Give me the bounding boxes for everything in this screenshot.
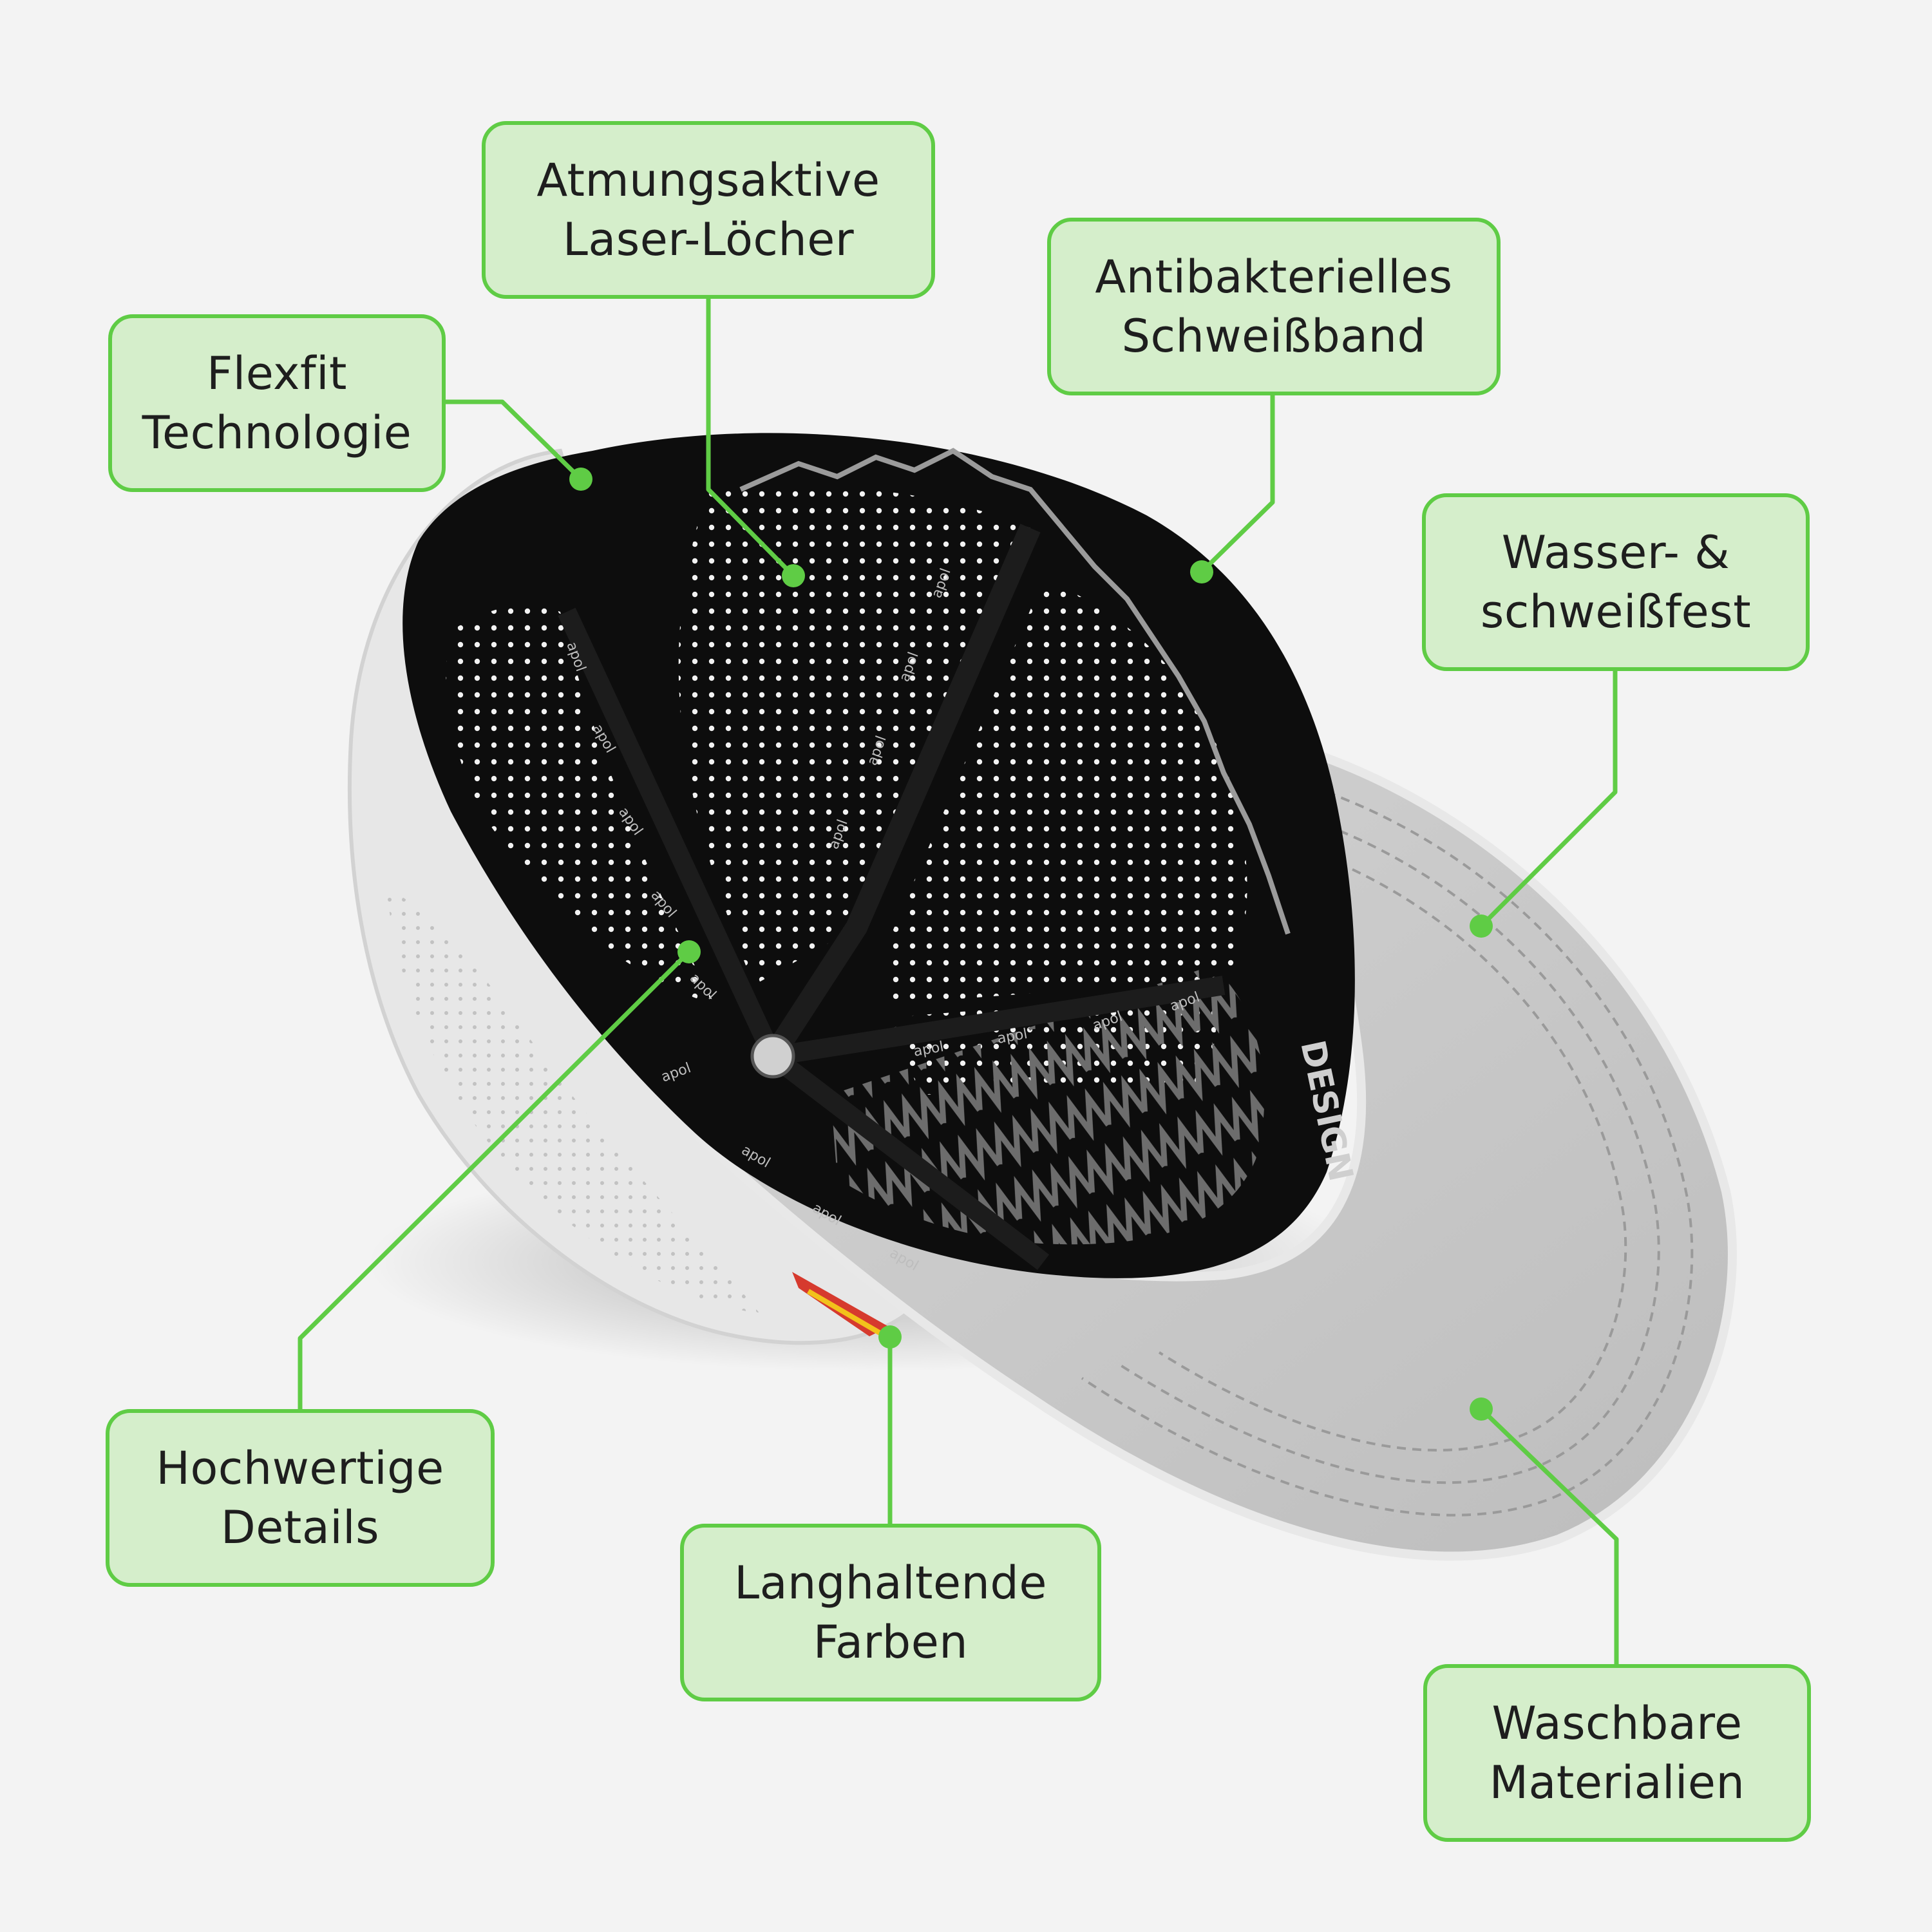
callout-water-sweat-resistant: Wasser- & schweißfest	[1422, 493, 1810, 671]
brim-stitching	[1081, 791, 1694, 1517]
leader-line-laser	[706, 299, 795, 578]
callout-line: Details	[220, 1501, 380, 1554]
callout-long-lasting-colors: Langhaltende Farben	[680, 1524, 1101, 1701]
callout-line: Materialien	[1489, 1756, 1745, 1809]
callout-washable-materials: Waschbare Materialien	[1423, 1664, 1811, 1842]
callout-flexfit-technology: Flexfit Technologie	[108, 314, 446, 492]
mountain-print	[739, 448, 1291, 935]
leader-line-washable	[1479, 1407, 1619, 1664]
perforated-panel	[446, 605, 715, 1005]
callout-antibacterial-sweatband: Antibakterielles Schweißband	[1047, 218, 1501, 395]
leader-dot	[878, 1325, 902, 1349]
perforated-panel	[678, 485, 1030, 985]
leader-line-waterproof	[1479, 671, 1618, 928]
leader-line-sweatband	[1200, 395, 1275, 574]
callout-line: Technologie	[142, 406, 412, 459]
panel-seam	[558, 607, 782, 1061]
panel-seam	[771, 976, 1226, 1066]
callout-breathable-laser-holes: Atmungsaktive Laser-Löcher	[482, 121, 935, 299]
flag-label	[806, 1289, 884, 1337]
callout-line: Atmungsaktive	[536, 154, 880, 207]
panel-seam	[763, 524, 1041, 1063]
callout-line: Hochwertige	[156, 1442, 444, 1495]
callout-line: Langhaltende	[734, 1557, 1047, 1609]
leader-dot	[677, 940, 701, 963]
perforated-panel	[882, 580, 1247, 1005]
leader-dot	[1470, 1397, 1493, 1421]
callout-line: Waschbare	[1492, 1697, 1743, 1750]
panel-seam	[766, 1048, 1050, 1270]
cap-button	[750, 1034, 795, 1079]
callout-premium-details: Hochwertige Details	[106, 1409, 495, 1587]
leader-dot	[782, 564, 805, 587]
callout-line: Farben	[813, 1616, 969, 1669]
callout-line: Laser-Löcher	[562, 213, 855, 266]
callout-line: Antibakterielles	[1095, 251, 1453, 303]
callout-line: Schweißband	[1121, 310, 1426, 363]
leader-lines	[298, 299, 1619, 1664]
lining-print-group: apolapolapolapolapolapolapolapolapolapol…	[563, 566, 1202, 1274]
brim-stitching	[1119, 829, 1660, 1484]
leader-line-details	[298, 950, 691, 1409]
flag-label	[792, 1272, 889, 1336]
crown-perforation	[386, 889, 760, 1314]
leader-dot	[1470, 914, 1493, 938]
leader-dot	[569, 468, 592, 491]
callout-line: schweißfest	[1480, 585, 1752, 638]
callout-line: Flexfit	[206, 347, 347, 400]
callout-line: Wasser- &	[1501, 526, 1730, 579]
leader-dot	[1190, 560, 1213, 583]
leader-line-flexfit	[446, 399, 583, 481]
